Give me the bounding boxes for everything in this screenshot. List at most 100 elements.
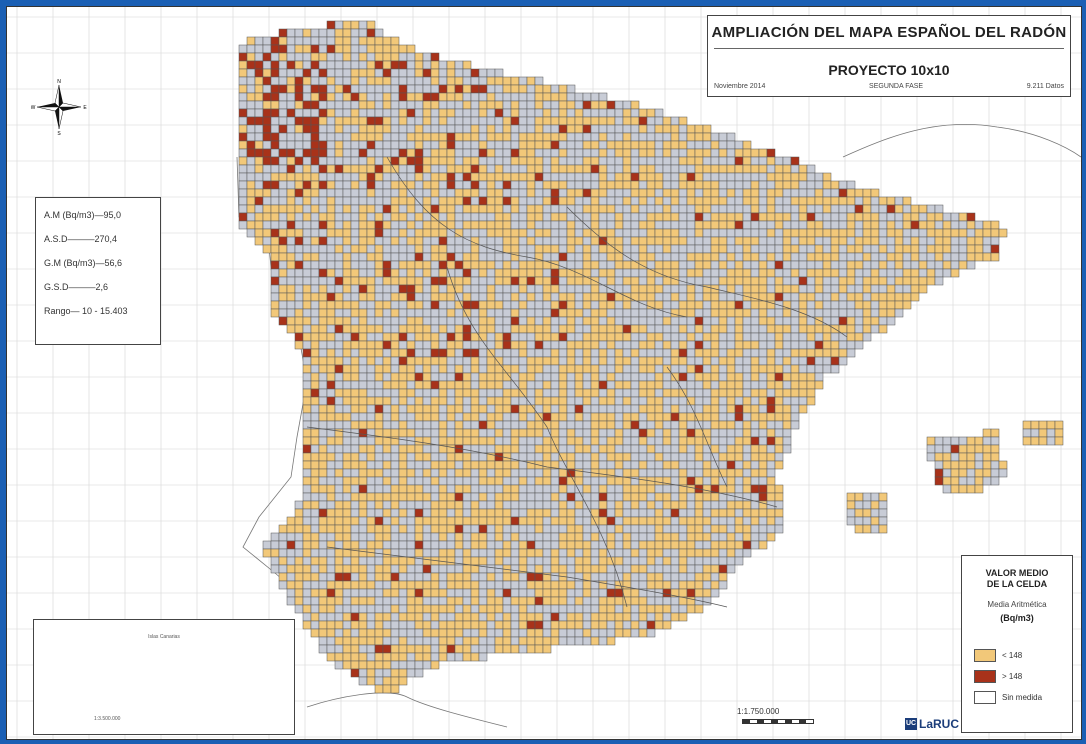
grid-cell bbox=[374, 252, 384, 262]
grid-cell bbox=[678, 300, 688, 310]
grid-cell bbox=[510, 516, 520, 526]
grid-cell bbox=[662, 612, 672, 622]
grid-cell bbox=[326, 532, 336, 542]
grid-cell bbox=[398, 204, 408, 214]
grid-cell bbox=[942, 476, 952, 486]
grid-cell bbox=[814, 324, 824, 334]
grid-cell bbox=[878, 244, 888, 254]
grid-cell bbox=[774, 252, 784, 262]
grid-cell bbox=[286, 108, 296, 118]
grid-cell bbox=[486, 116, 496, 126]
grid-cell bbox=[550, 148, 560, 158]
grid-cell bbox=[734, 388, 744, 398]
grid-cell bbox=[790, 388, 800, 398]
grid-cell bbox=[622, 540, 632, 550]
grid-cell bbox=[446, 348, 456, 358]
grid-cell bbox=[454, 140, 464, 150]
grid-cell bbox=[950, 260, 960, 270]
grid-cell bbox=[526, 332, 536, 342]
grid-cell bbox=[910, 292, 920, 302]
grid-cell bbox=[310, 228, 320, 238]
grid-cell bbox=[502, 348, 512, 358]
grid-cell bbox=[422, 548, 432, 558]
grid-cell bbox=[598, 396, 608, 406]
grid-cell bbox=[366, 204, 376, 214]
grid-cell bbox=[326, 436, 336, 446]
grid-cell bbox=[390, 580, 400, 590]
grid-cell bbox=[542, 220, 552, 230]
grid-cell bbox=[926, 260, 936, 270]
grid-cell bbox=[886, 284, 896, 294]
grid-cell bbox=[854, 500, 864, 510]
grid-cell bbox=[726, 420, 736, 430]
grid-cell bbox=[366, 108, 376, 118]
grid-cell bbox=[694, 148, 704, 158]
grid-cell bbox=[390, 332, 400, 342]
grid-cell bbox=[654, 332, 664, 342]
grid-cell bbox=[606, 540, 616, 550]
grid-cell bbox=[438, 324, 448, 334]
grid-cell bbox=[334, 348, 344, 358]
grid-cell bbox=[526, 484, 536, 494]
grid-cell bbox=[678, 340, 688, 350]
grid-cell bbox=[606, 460, 616, 470]
grid-cell bbox=[982, 436, 992, 446]
grid-cell bbox=[422, 52, 432, 62]
grid-cell bbox=[790, 172, 800, 182]
grid-cell bbox=[662, 492, 672, 502]
grid-cell bbox=[502, 508, 512, 518]
grid-cell bbox=[598, 236, 608, 246]
grid-cell bbox=[566, 316, 576, 326]
grid-cell bbox=[350, 260, 360, 270]
grid-cell bbox=[494, 116, 504, 126]
grid-cell bbox=[510, 300, 520, 310]
grid-cell bbox=[390, 556, 400, 566]
grid-cell bbox=[670, 452, 680, 462]
grid-cell bbox=[398, 292, 408, 302]
grid-cell bbox=[598, 164, 608, 174]
grid-cell bbox=[318, 380, 328, 390]
grid-cell bbox=[502, 484, 512, 494]
grid-cell bbox=[438, 572, 448, 582]
grid-cell bbox=[358, 196, 368, 206]
grid-cell bbox=[798, 292, 808, 302]
grid-cell bbox=[374, 484, 384, 494]
grid-cell bbox=[614, 164, 624, 174]
grid-cell bbox=[350, 404, 360, 414]
grid-cell bbox=[550, 244, 560, 254]
grid-cell bbox=[790, 188, 800, 198]
grid-cell bbox=[758, 524, 768, 534]
grid-cell bbox=[358, 252, 368, 262]
grid-cell bbox=[262, 172, 272, 182]
grid-cell bbox=[470, 516, 480, 526]
grid-cell bbox=[766, 476, 776, 486]
grid-cell bbox=[718, 244, 728, 254]
grid-cell bbox=[454, 564, 464, 574]
grid-cell bbox=[726, 492, 736, 502]
grid-cell bbox=[430, 420, 440, 430]
grid-cell bbox=[614, 268, 624, 278]
grid-cell bbox=[334, 372, 344, 382]
grid-cell bbox=[326, 212, 336, 222]
grid-cell bbox=[750, 492, 760, 502]
grid-cell bbox=[606, 420, 616, 430]
grid-cell bbox=[254, 132, 264, 142]
grid-cell bbox=[382, 540, 392, 550]
grid-cell bbox=[262, 60, 272, 70]
grid-cell bbox=[566, 492, 576, 502]
grid-cell bbox=[454, 220, 464, 230]
grid-cell bbox=[414, 212, 424, 222]
grid-cell bbox=[694, 172, 704, 182]
grid-cell bbox=[726, 476, 736, 486]
grid-cell bbox=[382, 60, 392, 70]
grid-cell bbox=[550, 476, 560, 486]
grid-cell bbox=[606, 188, 616, 198]
grid-cell bbox=[542, 276, 552, 286]
grid-cell bbox=[1030, 436, 1040, 446]
grid-cell bbox=[686, 444, 696, 454]
grid-cell bbox=[662, 540, 672, 550]
grid-cell bbox=[654, 196, 664, 206]
grid-cell bbox=[558, 308, 568, 318]
radon-map[interactable] bbox=[7, 7, 1081, 739]
grid-cell bbox=[446, 76, 456, 86]
